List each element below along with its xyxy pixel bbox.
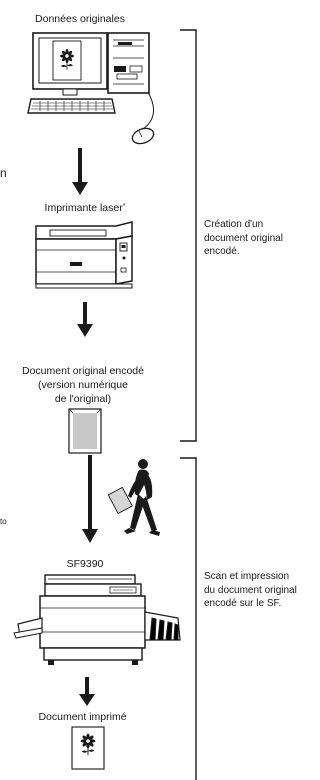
computer-icon bbox=[27, 32, 155, 145]
bracket-creation bbox=[180, 29, 197, 442]
arrow-down-icon bbox=[72, 148, 88, 195]
label-laser-footnote-mark: * bbox=[122, 203, 126, 210]
bracket-label-scan: Scan et impression du document original … bbox=[204, 570, 318, 611]
bracket-scan bbox=[180, 457, 197, 780]
label-encoded-line2: (version numérique bbox=[38, 379, 128, 391]
edge-fragment-top: n bbox=[0, 166, 7, 180]
walking-person-icon bbox=[107, 459, 160, 536]
label-sf9390: SF9390 bbox=[66, 558, 104, 570]
document-icon bbox=[71, 726, 105, 770]
label-original-data: Données originales bbox=[35, 13, 125, 25]
document-icon bbox=[68, 408, 102, 454]
label-encoded-line3: de l'original) bbox=[54, 393, 112, 405]
creation-line2: document original bbox=[204, 232, 283, 244]
duplicator-icon bbox=[13, 574, 181, 665]
label-laser-text: Imprimante laser bbox=[44, 202, 123, 214]
edge-fragment-bottom: to bbox=[0, 517, 7, 526]
arrow-down-icon bbox=[79, 677, 95, 706]
scan-line3: encodé sur le SF. bbox=[204, 598, 282, 609]
arrow-down-icon bbox=[82, 455, 98, 543]
laser-printer-icon bbox=[35, 221, 133, 289]
scan-line2: du document original bbox=[204, 584, 297, 596]
creation-line3: encodé. bbox=[204, 246, 240, 257]
creation-line1: Création d'un bbox=[204, 219, 264, 230]
label-encoded-line1: Document original encodé bbox=[22, 365, 144, 377]
arrow-down-icon bbox=[77, 302, 93, 337]
label-encoded-document: Document original encodé (version numéri… bbox=[8, 364, 158, 406]
scan-line1: Scan et impression bbox=[204, 571, 290, 582]
label-laser-printer: Imprimante laser* bbox=[30, 201, 140, 215]
bracket-label-creation: Création d'un document original encodé. bbox=[204, 218, 316, 259]
label-printed-document: Document imprimé bbox=[38, 711, 127, 723]
